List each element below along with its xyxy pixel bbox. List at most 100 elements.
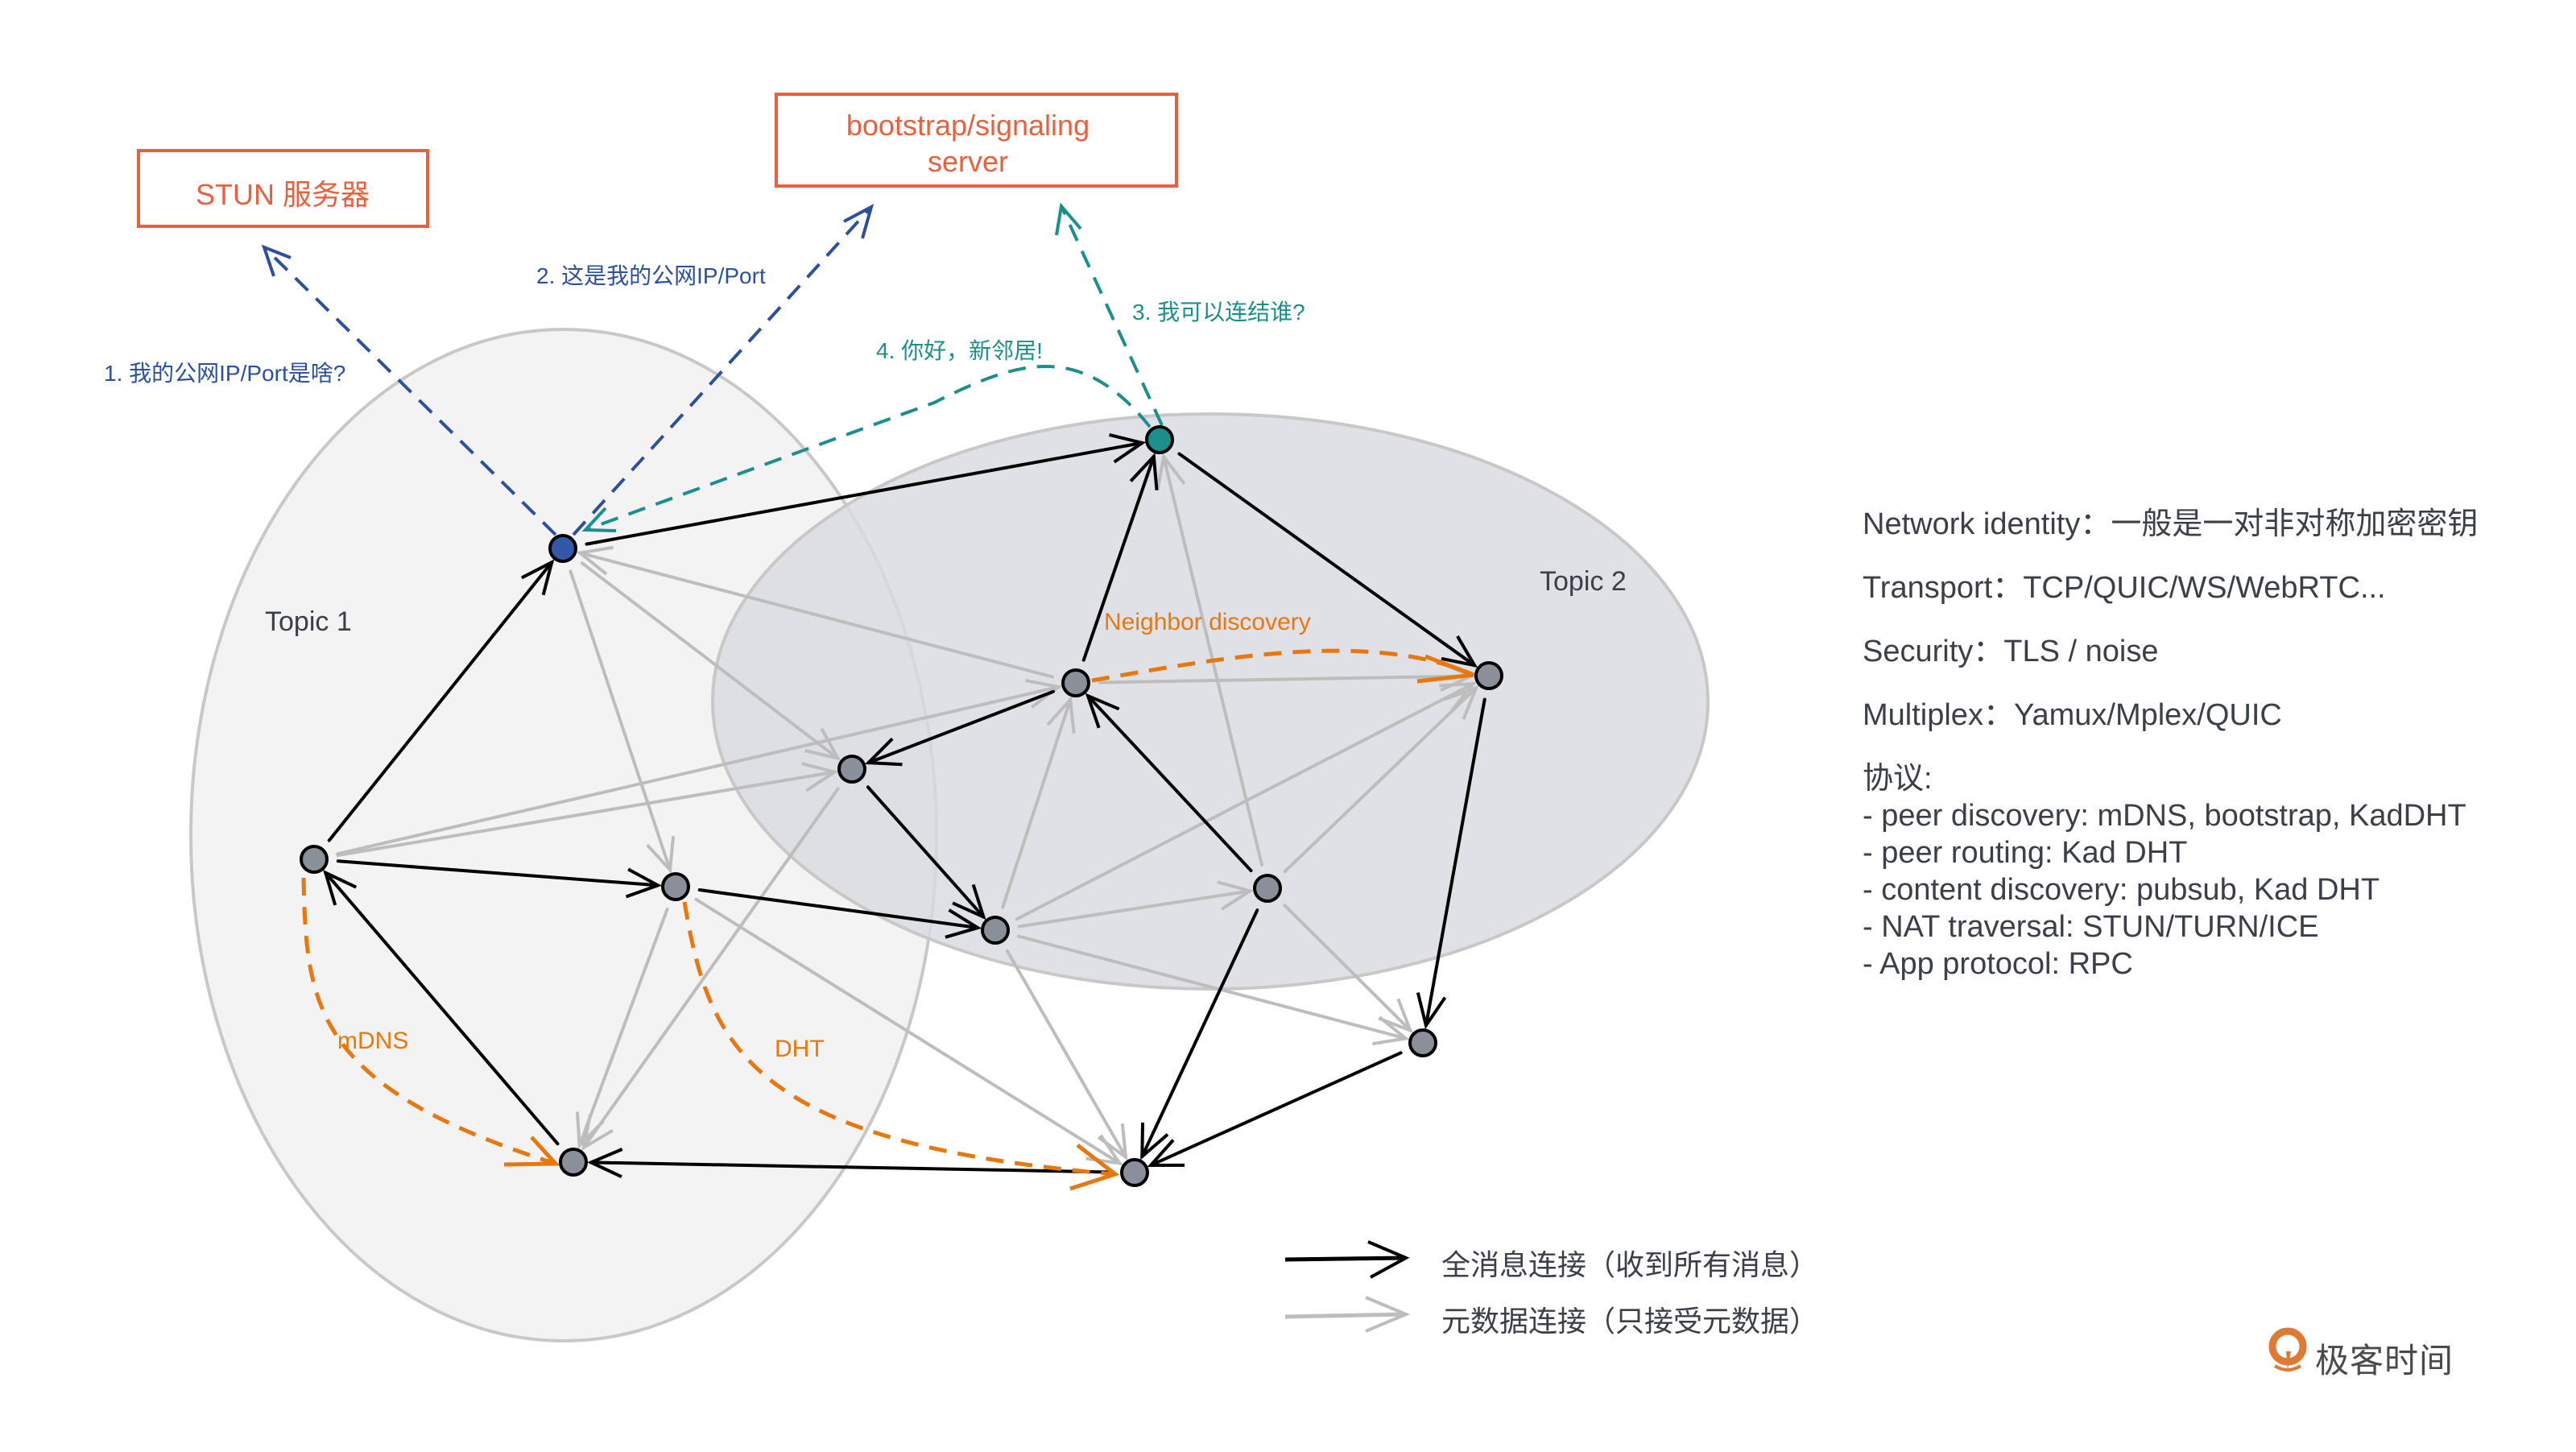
metadata-edge-H-L-line: [1005, 949, 1128, 1159]
geektime-logo-icon: [2268, 1327, 2307, 1371]
full-edge-B-D-arrowhead: [1441, 635, 1478, 668]
info-protocol-title: 协议:: [1863, 762, 1933, 796]
metadata-edge-H-D-line: [1015, 682, 1475, 921]
gray-arrow-icon: [1285, 1296, 1411, 1333]
full-edge-F-G: [336, 859, 662, 899]
peer-node-B: [1145, 425, 1174, 454]
libp2p-info-panel: Network identity：一般是一对非对称加密密钥 Transport：…: [1863, 509, 2478, 986]
mdns-label: mDNS: [337, 1028, 408, 1054]
metadata-edge-F-E-line: [336, 770, 837, 858]
neighbor-discovery-label: Neighbor discovery: [1104, 609, 1311, 635]
full-edge-F-A: [327, 559, 555, 842]
full-message-edges: [323, 433, 1486, 1179]
full-edge-L-K-line: [589, 1160, 1113, 1174]
metadata-edge-I-J: [1283, 904, 1413, 1033]
legend-full-message-label: 全消息连接（收到所有消息）: [1441, 1248, 1819, 1281]
metadata-edge-H-D: [1015, 681, 1477, 921]
full-edge-C-B: [1081, 453, 1159, 662]
neighbor-hello-path: [585, 365, 1152, 532]
dht-path: [682, 901, 1116, 1177]
bootstrap-server-label-line1: bootstrap/signaling: [846, 109, 1090, 142]
full-edge-F-G-arrowhead: [625, 867, 662, 899]
metadata-edge-I-D-line: [1283, 686, 1478, 874]
full-edge-K-F: [323, 869, 560, 1146]
neighbor-discovery-arrowhead: [1416, 654, 1474, 684]
metadata-edges: [336, 453, 1479, 1165]
bootstrap-announce-arrowhead: [843, 204, 875, 239]
metadata-edge-H-C: [1001, 696, 1076, 909]
metadata-edge-C-A-arrowhead: [576, 545, 614, 576]
bootstrap-server-label-line2: server: [928, 145, 1008, 178]
black-arrow-icon: [1285, 1240, 1410, 1279]
full-edge-E-H-line: [866, 785, 986, 919]
topic2-region: [711, 412, 1710, 991]
metadata-edge-I-D: [1283, 685, 1479, 874]
brand-name: 极客时间: [2315, 1342, 2454, 1380]
full-edge-C-E-line: [866, 689, 1056, 765]
full-edge-G-H-line: [697, 888, 980, 930]
full-edge-L-K-arrowhead: [587, 1148, 623, 1179]
mdns-path: [301, 877, 556, 1166]
metadata-edge-H-J-arrowhead: [1371, 1016, 1410, 1046]
metadata-edge-H-I: [1017, 880, 1255, 929]
metadata-edge-A-E: [580, 561, 841, 761]
metadata-edge-H-D-arrowhead: [1439, 681, 1477, 712]
peer-node-A: [548, 534, 577, 563]
metadata-edge-C-D-line: [1098, 674, 1474, 685]
metadata-edge-C-A-line: [578, 551, 1054, 679]
protocol-item: - peer discovery: mDNS, bootstrap, KadDH…: [1863, 799, 2466, 833]
metadata-edge-I-J-line: [1283, 904, 1412, 1032]
peer-node-G: [661, 872, 690, 901]
info-transport: Transport：TCP/QUIC/WS/WebRTC...: [1863, 571, 2386, 605]
step1-label: 1. 我的公网IP/Port是啥?: [104, 361, 345, 386]
full-edge-D-J-arrowhead: [1416, 992, 1447, 1030]
metadata-edge-H-C-line: [1001, 697, 1073, 909]
full-edge-I-C-line: [1086, 694, 1253, 873]
full-edge-E-H: [866, 785, 986, 920]
full-edge-J-L-line: [1149, 1051, 1403, 1167]
step3-label: 3. 我可以连结谁?: [1132, 300, 1305, 325]
metadata-edge-F-C: [336, 678, 1063, 856]
full-edge-D-J: [1416, 697, 1486, 1030]
full-edge-B-D-line: [1177, 452, 1477, 668]
metadata-edge-F-E: [336, 762, 839, 858]
step2-label: 2. 这是我的公网IP/Port: [536, 263, 766, 288]
full-edge-I-C: [1085, 693, 1253, 873]
protocol-item: - App protocol: RPC: [1863, 947, 2133, 981]
full-edge-I-C-arrowhead: [1085, 693, 1120, 729]
protocol-item: - content discovery: pubsub, Kad DHT: [1863, 873, 2380, 907]
signaling-paths: [261, 202, 1475, 1191]
peer-node-H: [981, 916, 1010, 945]
metadata-edge-A-G: [569, 569, 676, 874]
peer-node-C: [1061, 668, 1090, 697]
full-edge-G-H-arrowhead: [945, 908, 982, 939]
metadata-edge-A-E-line: [580, 561, 840, 760]
full-edge-A-B-arrowhead: [1109, 433, 1147, 464]
stun-server-box: [137, 149, 429, 228]
metadata-edge-H-I-arrowhead: [1217, 880, 1255, 911]
full-edge-I-L-arrowhead: [1140, 1123, 1169, 1160]
full-edge-F-A-arrowhead: [520, 559, 555, 596]
neighbor-hello-arrowhead: [581, 507, 617, 532]
metadata-edge-I-J-arrowhead: [1378, 998, 1413, 1033]
info-network-identity: Network identity：一般是一对非对称加密密钥: [1863, 507, 2479, 541]
peer-node-D: [1474, 661, 1503, 690]
metadata-edge-H-C-arrowhead: [1046, 696, 1076, 734]
stun-request-path: [263, 246, 557, 536]
full-edge-I-L-line: [1140, 908, 1259, 1159]
metadata-edge-G-L-line: [694, 897, 1122, 1165]
protocol-item: - NAT traversal: STUN/TURN/ICE: [1863, 910, 2319, 944]
topic2-label: Topic 2: [1540, 566, 1627, 597]
full-edge-K-F-arrowhead: [323, 869, 358, 906]
bootstrap-query-path: [1060, 205, 1164, 426]
full-edge-I-L: [1140, 908, 1259, 1160]
metadata-edge-E-K-line: [581, 787, 840, 1150]
metadata-edge-E-K: [581, 787, 840, 1152]
full-edge-F-G-line: [336, 859, 660, 887]
peer-node-K: [559, 1148, 588, 1177]
metadata-edge-I-D-arrowhead: [1443, 685, 1479, 720]
info-multiplex: Multiplex：Yamux/Mplex/QUIC: [1863, 698, 2282, 732]
full-edge-D-J-line: [1424, 697, 1486, 1028]
metadata-edge-A-E-arrowhead: [804, 727, 841, 761]
